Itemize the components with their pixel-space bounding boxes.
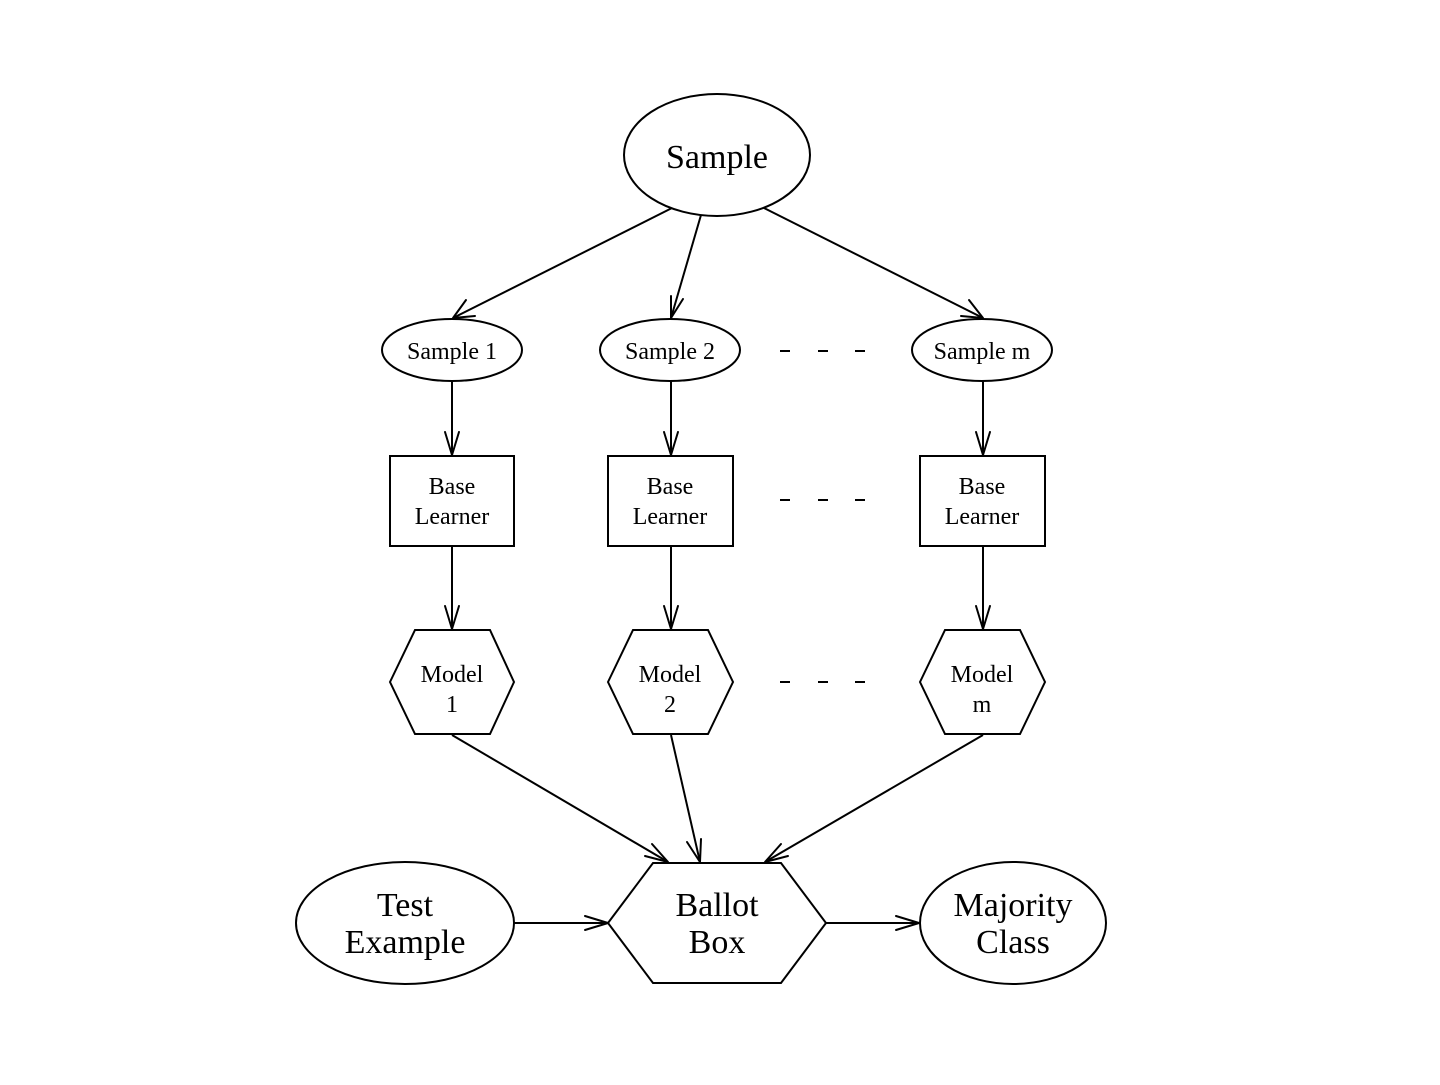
model-2-hexagon	[606, 629, 735, 735]
edge-model-m-ballot	[764, 734, 984, 863]
ellipsis-rows	[780, 350, 865, 683]
arrowhead-ballot-1	[644, 843, 669, 863]
model-1-hexagon	[388, 629, 516, 735]
learner-m-line-2: Learner	[945, 504, 1020, 530]
edges-samples-to-learners	[444, 381, 991, 456]
learner-2-box	[607, 455, 734, 547]
model-1-line-2: 1	[446, 692, 458, 718]
arrowhead-ballot-m	[764, 843, 789, 863]
sample-m-label: Sample m	[934, 339, 1031, 365]
edge-model-1-ballot	[451, 734, 669, 863]
ballot-box-line-1: Ballot	[675, 887, 759, 924]
majority-class-ellipse	[919, 861, 1107, 985]
sample-2-label: Sample 2	[625, 339, 715, 365]
arrowhead-sample-m	[960, 299, 984, 319]
node-root-sample: Sample	[623, 93, 811, 217]
learner-2-line-2: Learner	[633, 504, 708, 530]
sample-2-ellipse	[599, 318, 741, 382]
sample-m-ellipse	[911, 318, 1053, 382]
learner-1-box	[389, 455, 515, 547]
edges-learners-to-models	[444, 547, 991, 630]
learner-1-line-1: Base	[429, 474, 476, 500]
model-m-hexagon	[918, 629, 1047, 735]
learner-m-box	[919, 455, 1046, 547]
edge-root-sample-2	[670, 214, 702, 319]
arrowhead-sample-2	[670, 295, 684, 319]
root-sample-label: Sample	[666, 139, 768, 176]
node-majority-class: Majority Class	[919, 861, 1107, 985]
root-sample-ellipse	[623, 93, 811, 217]
model-m-line-1: Model	[951, 662, 1014, 688]
test-example-ellipse	[295, 861, 515, 985]
model-m-line-2: m	[973, 692, 992, 718]
arrowhead-ballot-2	[686, 838, 702, 863]
sample-1-ellipse	[381, 318, 523, 382]
edge-model-2-ballot	[670, 734, 701, 863]
node-ballot-box: Ballot Box	[606, 862, 828, 984]
majority-class-line-2: Class	[976, 924, 1050, 961]
edges-models-to-ballot	[451, 734, 984, 863]
edge-root-sample-1	[452, 207, 673, 319]
node-test-example: Test Example	[295, 861, 515, 985]
model-1-line-1: Model	[421, 662, 484, 688]
learner-2-line-1: Base	[647, 474, 694, 500]
edges-root-to-samples	[452, 207, 984, 319]
learner-1-line-2: Learner	[415, 504, 490, 530]
test-example-line-2: Example	[345, 924, 466, 961]
model-2-line-1: Model	[639, 662, 702, 688]
sample-1-label: Sample 1	[407, 339, 497, 365]
column-2: Sample 2 Base Learner Model 2	[599, 318, 741, 735]
model-2-line-2: 2	[664, 692, 676, 718]
column-1: Sample 1 Base Learner Model 1	[381, 318, 523, 735]
ballot-box-line-2: Box	[689, 924, 746, 961]
column-m: Sample m Base Learner Model m	[911, 318, 1053, 735]
edge-root-sample-m	[763, 207, 984, 319]
test-example-line-1: Test	[377, 887, 434, 924]
learner-m-line-1: Base	[959, 474, 1006, 500]
arrowhead-sample-1	[452, 299, 476, 319]
ballot-box-hexagon	[606, 862, 828, 984]
majority-class-line-1: Majority	[954, 887, 1073, 924]
